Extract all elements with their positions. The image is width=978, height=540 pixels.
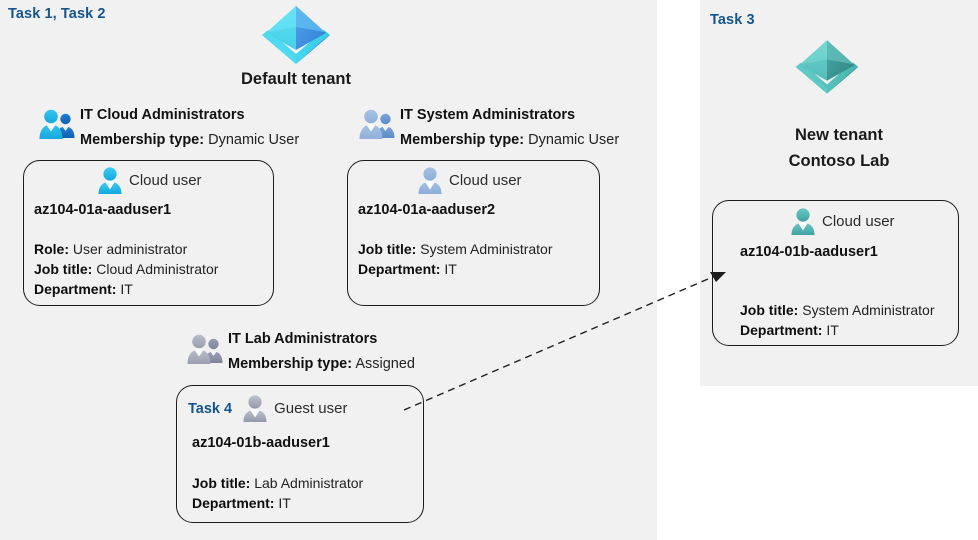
membership-type-label: Membership type:: [400, 132, 525, 148]
group-title-cloud-admins: IT Cloud Administrators: [80, 107, 245, 123]
azure-ad-tenant-icon-default: [258, 2, 334, 66]
attr-label: Department:: [358, 260, 441, 277]
user-attrs-4: Job title: System Administrator Departme…: [740, 301, 935, 341]
membership-type-value: Assigned: [355, 356, 415, 372]
task-label-left: Task 1, Task 2: [8, 6, 106, 22]
azure-ad-tenant-icon-new: [792, 36, 862, 96]
attr-value: Lab Administrator: [254, 475, 364, 491]
user-name-1: az104-01a-aaduser1: [34, 202, 172, 218]
attr-value: IT: [444, 260, 457, 277]
user-card-header-4: Cloud user: [790, 207, 895, 236]
group-title-lab-admins: IT Lab Administrators: [228, 331, 378, 347]
attr-value: Cloud Administrator: [96, 260, 219, 277]
attr-label: Department:: [740, 321, 823, 338]
user-attrs-2: Job title: System Administrator Departme…: [358, 240, 553, 280]
attr-label: Job title:: [358, 241, 417, 257]
user-attr-jobtitle-2: Job title: System Administrator: [358, 240, 553, 260]
default-tenant-caption: Default tenant: [240, 70, 351, 88]
new-tenant-caption-line2: Contoso Lab: [788, 152, 890, 170]
group-title-system-admins: IT System Administrators: [400, 107, 576, 123]
attr-value: User administrator: [72, 241, 188, 257]
user-name-2: az104-01a-aaduser2: [358, 202, 496, 218]
user-attr-department-1: Department: IT: [34, 280, 218, 300]
user-name-4: az104-01b-aaduser1: [740, 244, 878, 260]
cloud-user-icon-2: [417, 166, 443, 195]
user-attrs-1: Role: User administrator Job title: Clou…: [34, 240, 218, 300]
attr-value: IT: [826, 321, 839, 338]
attr-value: IT: [278, 494, 291, 511]
user-name-3: az104-01b-aaduser1: [192, 435, 330, 451]
user-attr-department-3: Department: IT: [192, 494, 363, 514]
attr-value: IT: [120, 280, 133, 297]
group-users-icon-cloud-admins: [38, 108, 78, 142]
attr-label: Department:: [34, 280, 117, 297]
attr-label: Role:: [34, 241, 69, 257]
attr-value: System Administrator: [802, 302, 935, 318]
membership-type-label: Membership type:: [80, 132, 205, 148]
cloud-user-icon-4: [790, 207, 816, 236]
user-attr-jobtitle-1: Job title: Cloud Administrator: [34, 260, 218, 280]
group-membership-system-admins: Membership type: Dynamic User: [400, 132, 619, 148]
group-membership-cloud-admins: Membership type: Dynamic User: [80, 132, 299, 148]
user-attr-jobtitle-3: Job title: Lab Administrator: [192, 474, 363, 494]
membership-type-value: Dynamic User: [208, 132, 300, 148]
attr-label: Job title:: [192, 475, 251, 491]
attr-label: Department:: [192, 494, 275, 511]
group-membership-lab-admins: Membership type: Assigned: [228, 356, 415, 372]
user-kind-label-4: Cloud user: [822, 213, 895, 230]
membership-type-value: Dynamic User: [528, 132, 620, 148]
guest-user-icon: [242, 394, 268, 423]
user-card-header-2: Cloud user: [417, 166, 522, 195]
attr-label: Job title:: [34, 260, 93, 277]
group-users-icon-lab-admins: [186, 333, 226, 367]
user-card-header-3: Task 4 Guest user: [188, 394, 347, 423]
default-tenant-panel: [0, 0, 657, 540]
user-attr-role-1: Role: User administrator: [34, 240, 218, 260]
membership-type-label: Membership type:: [228, 356, 353, 372]
task-label-task4: Task 4: [188, 400, 233, 417]
task-label-right: Task 3: [710, 12, 755, 28]
user-attrs-3: Job title: Lab Administrator Department:…: [192, 474, 363, 514]
group-users-icon-system-admins: [358, 108, 398, 142]
user-kind-label-1: Cloud user: [129, 172, 202, 189]
user-card-az104-01a-aaduser1[interactable]: [23, 160, 274, 306]
user-attr-department-2: Department: IT: [358, 260, 553, 280]
attr-label: Job title:: [740, 302, 799, 318]
user-kind-label-3: Guest user: [274, 400, 348, 417]
user-attr-jobtitle-4: Job title: System Administrator: [740, 301, 935, 321]
new-tenant-caption-line1: New tenant: [794, 126, 883, 144]
user-card-az104-01b-aaduser1-guest[interactable]: [176, 385, 424, 523]
attr-value: System Administrator: [420, 241, 553, 257]
user-kind-label-2: Cloud user: [449, 172, 522, 189]
user-card-header-1: Cloud user: [97, 166, 202, 195]
user-attr-department-4: Department: IT: [740, 321, 935, 341]
cloud-user-icon-1: [97, 166, 123, 195]
